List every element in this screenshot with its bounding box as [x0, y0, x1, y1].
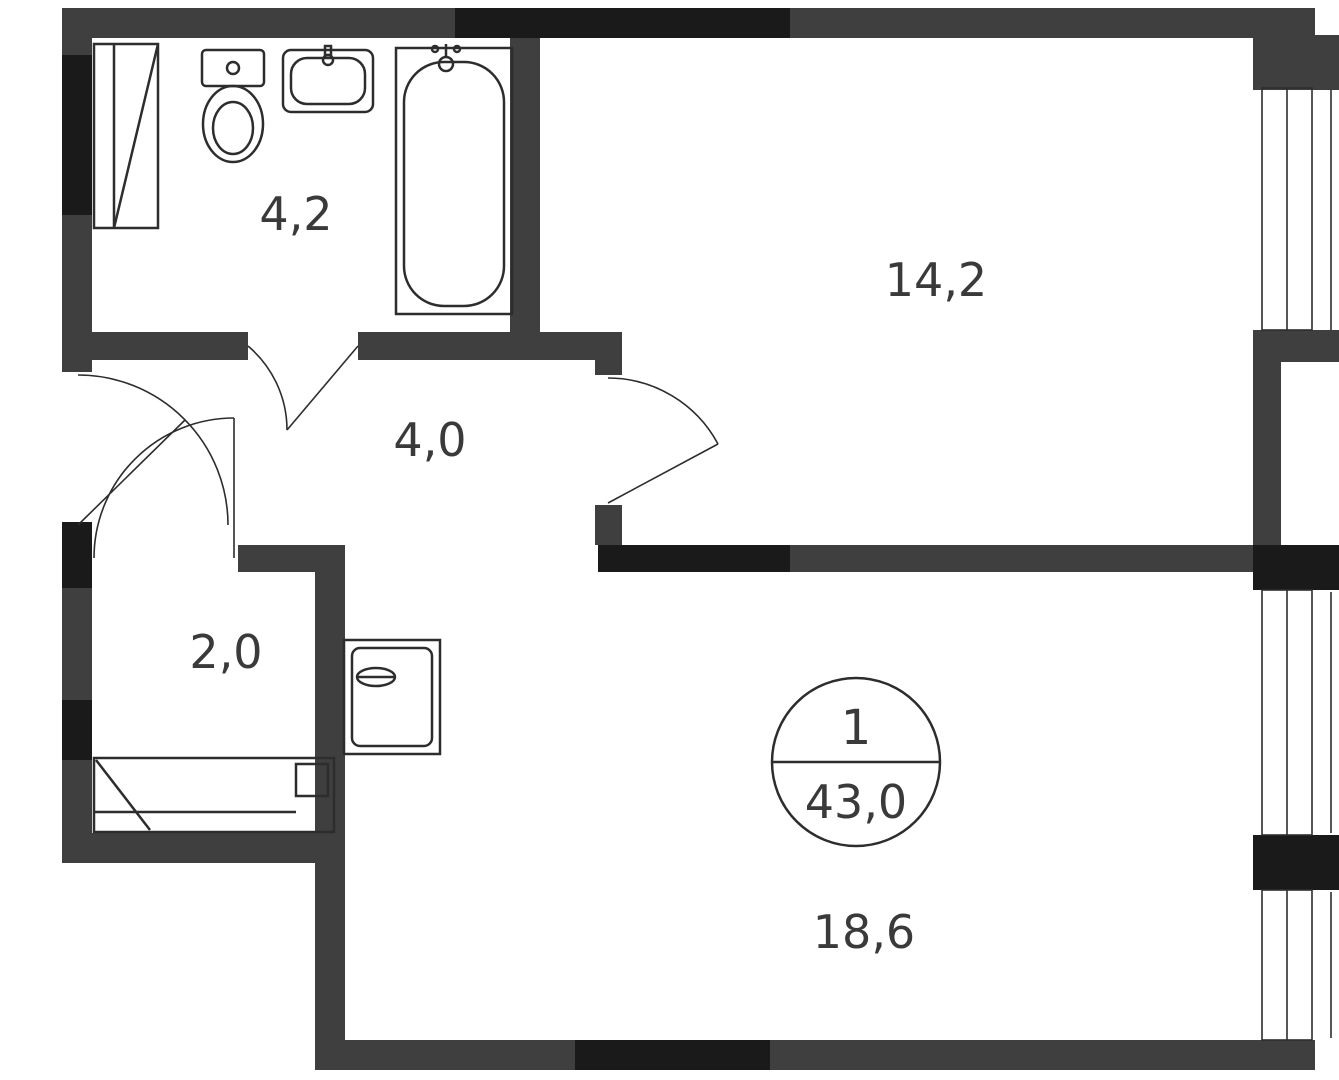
summary-room-count: 1: [841, 700, 872, 756]
room-area-hallway: 4,0: [393, 413, 466, 467]
bathroom-fixtures: [92, 42, 514, 316]
storage-door-arc: [93, 417, 235, 559]
room-labels: 4,2 14,2 4,0 2,0 18,6: [189, 187, 987, 959]
bed-icon: [92, 756, 336, 834]
kitchen-sink-icon: [342, 638, 442, 756]
summary-total-area: 43,0: [805, 775, 907, 829]
room-area-bedroom: 14,2: [885, 253, 987, 307]
bedroom-door-arc: [607, 377, 719, 504]
washbasin-icon: [281, 44, 375, 114]
room-area-storage: 2,0: [189, 625, 262, 679]
doors: [77, 345, 719, 559]
outer-walls: [62, 8, 1339, 1070]
bathroom-door-arc: [247, 345, 359, 431]
summary-badge: 1 43,0: [770, 676, 942, 848]
window-icon-living-lower: [1261, 889, 1332, 1041]
wardrobe-icon: [92, 42, 160, 230]
room-area-bathroom: 4,2: [259, 187, 332, 241]
window-icon-bedroom: [1261, 87, 1332, 331]
windows: [1261, 87, 1332, 1041]
structural-piers: [62, 8, 1339, 1070]
toilet-icon: [200, 48, 266, 164]
entrance-door-arc: [77, 374, 229, 526]
interior-walls: [92, 8, 1255, 572]
bathtub-icon: [394, 44, 514, 316]
room-area-living: 18,6: [813, 905, 915, 959]
window-icon-living-upper: [1261, 589, 1332, 836]
